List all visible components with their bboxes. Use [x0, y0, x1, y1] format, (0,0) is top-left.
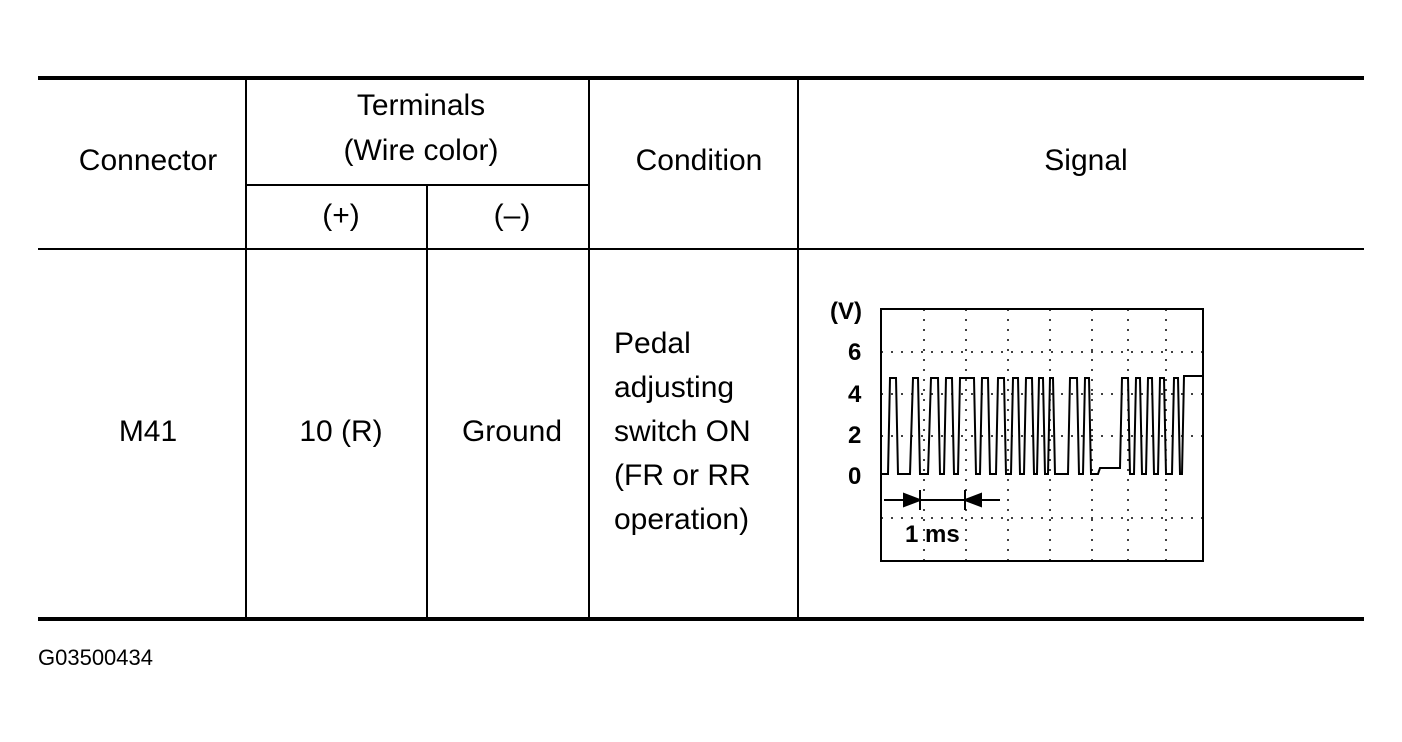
- header-connector: Connector: [78, 144, 218, 177]
- time-scale-marker: [884, 490, 1000, 510]
- header-terminals-line1: Terminals: [356, 89, 486, 122]
- header-bottom-rule: [38, 248, 1364, 250]
- cell-condition-line: adjusting: [614, 371, 735, 404]
- scope-frame: [880, 308, 1204, 562]
- y-tick-label: 6: [848, 339, 861, 366]
- time-scale-label: 1 ms: [905, 521, 960, 548]
- cell-condition-line: (FR or RR: [614, 459, 751, 492]
- col-divider-2: [588, 80, 590, 619]
- header-plus: (+): [322, 199, 360, 232]
- graph-unit-label: (V): [830, 298, 862, 325]
- y-tick-label: 2: [848, 422, 861, 449]
- y-tick-label: 4: [848, 381, 862, 408]
- cell-condition-line: Pedal: [614, 327, 691, 360]
- table-bottom-rule: [38, 617, 1364, 621]
- figure-id: G03500434: [38, 645, 153, 670]
- col-divider-3: [797, 80, 799, 619]
- y-tick-label: 0: [848, 463, 861, 490]
- signal-waveform-graph: (V) 6 4 2 0 1: [830, 298, 1204, 562]
- col-divider-1: [245, 80, 247, 619]
- cell-connector: M41: [118, 415, 178, 448]
- header-terminals-line2: (Wire color): [343, 134, 499, 167]
- header-signal: Signal: [1044, 144, 1128, 177]
- col-divider-plus-minus: [426, 185, 428, 619]
- header-minus: (–): [493, 199, 531, 232]
- scope-grid: [881, 309, 1203, 561]
- cell-plus-terminal: 10 (R): [299, 415, 383, 448]
- signal-waveform: [881, 375, 1203, 475]
- header-condition: Condition: [635, 144, 763, 177]
- cell-condition-line: operation): [614, 503, 750, 536]
- terminals-sub-rule: [246, 184, 588, 186]
- table-top-rule: [38, 76, 1364, 80]
- cell-minus-terminal: Ground: [461, 415, 563, 448]
- cell-condition-line: switch ON: [614, 415, 751, 448]
